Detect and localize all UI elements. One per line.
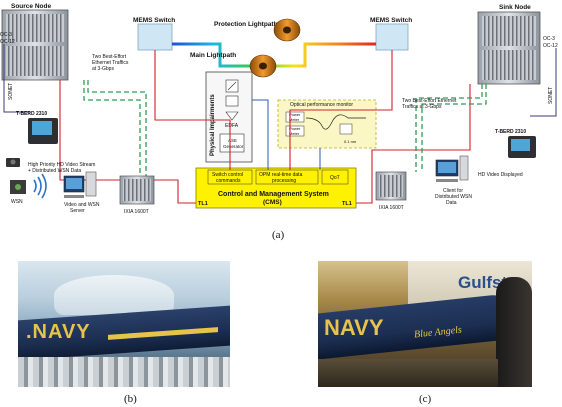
ase-generator-block bbox=[220, 134, 244, 152]
opm-title: Optical performance monitor bbox=[290, 102, 353, 108]
photo-c-jet: Gulfst NAVY Blue Angels bbox=[318, 261, 532, 387]
photo-b-ground bbox=[18, 357, 230, 387]
cms-tl1-right: TL1 bbox=[342, 201, 352, 207]
tberd-left-label: T-BERD 2310 bbox=[16, 111, 47, 117]
ixia-left-device bbox=[120, 176, 154, 204]
cms-title-2: (CMS) bbox=[263, 199, 282, 206]
physical-impairments-label: Physical Impairments bbox=[210, 94, 216, 156]
ase-generator-label: Generator bbox=[223, 144, 244, 149]
tberd-left-device bbox=[28, 118, 58, 144]
edfa-label: EDFA bbox=[225, 123, 239, 129]
cms-opm-processing-label-2: processing bbox=[272, 178, 296, 184]
sink-node-label: Sink Node bbox=[499, 4, 531, 11]
wireless-signal-icon bbox=[34, 174, 46, 198]
video-server-icon bbox=[64, 172, 96, 198]
photo-c-person bbox=[496, 277, 532, 387]
source-node-rack bbox=[2, 10, 68, 80]
ase-label: ASE bbox=[228, 138, 237, 143]
caption-a: (a) bbox=[272, 229, 284, 241]
video-server-label-2: Server bbox=[70, 208, 85, 214]
opm-bandwidth-label: 0.1 nm bbox=[344, 139, 357, 144]
sonet-left-label: SONET bbox=[8, 83, 14, 100]
main-lightpath-label: Main Lightpath bbox=[190, 52, 236, 59]
caption-c: (c) bbox=[419, 393, 431, 405]
fiber-spool-main bbox=[250, 55, 276, 77]
mems-switch-left-label: MEMS Switch bbox=[133, 17, 175, 24]
ethernet-right-label-2: Traffics at 3-Gbps bbox=[402, 104, 442, 110]
ixia-right-label: IXIA 1600T bbox=[379, 205, 404, 211]
photo-b-navy-text: .NAVY bbox=[26, 321, 91, 344]
mems-switch-left bbox=[138, 24, 172, 50]
tberd-right-label: T-BERD 2310 bbox=[495, 129, 526, 135]
photo-b-jet-distorted: .NAVY bbox=[18, 261, 230, 387]
hd-stream-label-2: + Distributed WSN Data bbox=[28, 168, 81, 174]
sonet-right-label: SONET bbox=[548, 87, 554, 104]
client-pc-icon bbox=[436, 156, 468, 182]
cms-tl1-left: TL1 bbox=[198, 201, 208, 207]
client-label-3: Data bbox=[446, 200, 457, 206]
ixia-left-label: IXIA 1600T bbox=[124, 209, 149, 215]
tberd-right-device bbox=[508, 136, 536, 158]
cms-title: Control and Management System bbox=[218, 191, 329, 198]
mems-switch-right-label: MEMS Switch bbox=[370, 17, 412, 24]
caption-b: (b) bbox=[124, 393, 137, 405]
cms-switch-commands-label-2: commands bbox=[216, 178, 241, 184]
camera-icon bbox=[6, 158, 20, 167]
power-meter-2-label-2: Meter bbox=[289, 131, 300, 136]
hd-displayed-label: HD Video Displayed bbox=[478, 172, 523, 178]
mems-switch-right bbox=[376, 24, 408, 50]
wsn-label: WSN bbox=[11, 199, 23, 205]
sink-node-rack bbox=[478, 12, 540, 84]
cms-qot-label: QoT bbox=[330, 175, 340, 181]
right-oc3-label: OC-3 bbox=[543, 36, 555, 42]
wsn-device-icon bbox=[10, 180, 26, 194]
fiber-spool-protection bbox=[274, 19, 300, 41]
variable-block bbox=[226, 96, 238, 106]
left-oc12-label: OC-12 bbox=[0, 39, 15, 45]
bandpass-filter-block bbox=[340, 124, 352, 134]
left-oc3-label: OC-3 bbox=[0, 32, 12, 38]
protection-lightpath-label: Protection Lightpath bbox=[214, 21, 278, 28]
source-node-label: Source Node bbox=[11, 3, 51, 10]
ethernet-left-label-3: at 3-Gbps bbox=[92, 66, 114, 72]
network-testbed-diagram: Source Node Sink Node OC-3 OC-12 OC-3 OC… bbox=[0, 0, 562, 235]
lightpaths bbox=[68, 30, 478, 82]
photo-c-ground bbox=[318, 359, 498, 387]
power-meter-1-label-2: Meter bbox=[289, 117, 300, 122]
photo-b-canopy bbox=[54, 275, 174, 315]
ixia-right-device bbox=[376, 172, 406, 200]
photo-c-navy-text: NAVY bbox=[324, 315, 384, 341]
